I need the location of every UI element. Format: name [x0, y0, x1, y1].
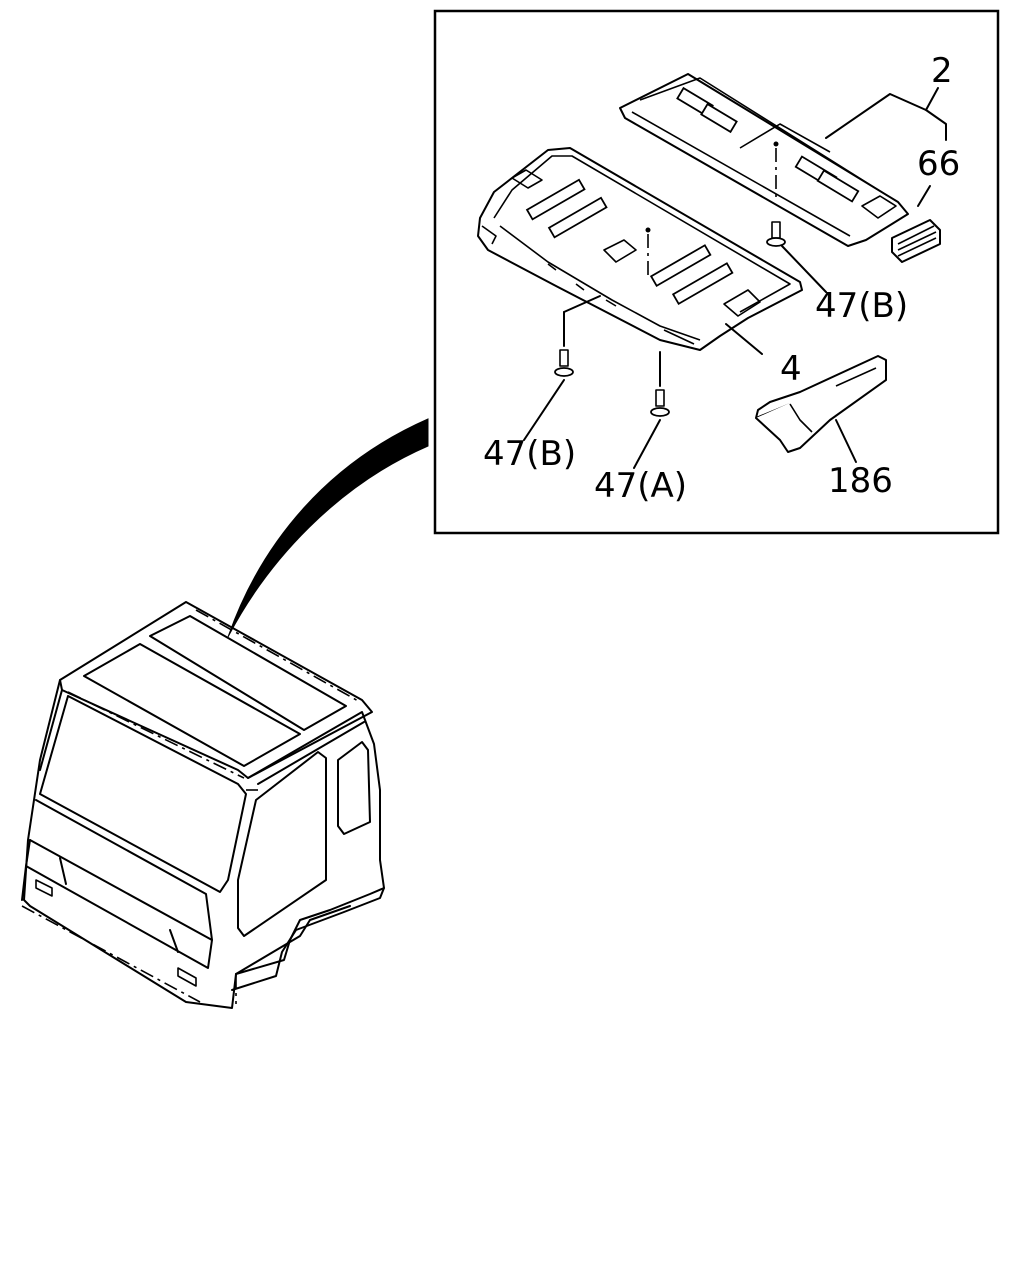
- callout-part-2: 2: [931, 51, 953, 91]
- callout-part-186: 186: [828, 461, 893, 501]
- detail-inset-frame: [433, 9, 1000, 535]
- fastener-47a: [650, 389, 670, 417]
- part-66-vent-grille: [891, 219, 941, 263]
- callout-part-4: 4: [780, 349, 802, 389]
- part-4-roof-liner: [477, 147, 803, 351]
- leader-pointer: [227, 418, 429, 638]
- part-2-rear-trim-panel: [619, 73, 909, 247]
- fastener-47b-lower: [554, 349, 574, 377]
- part-186-pillar-trim: [755, 355, 887, 453]
- callout-part-66: 66: [917, 144, 960, 184]
- truck-cab-overview: [21, 601, 385, 1009]
- leader-lines: [523, 87, 947, 469]
- callout-part-47b-lower: 47(B): [483, 434, 576, 474]
- fastener-47b-upper: [766, 221, 786, 247]
- callout-part-47b-upper: 47(B): [815, 286, 908, 326]
- callout-part-47a: 47(A): [594, 466, 687, 506]
